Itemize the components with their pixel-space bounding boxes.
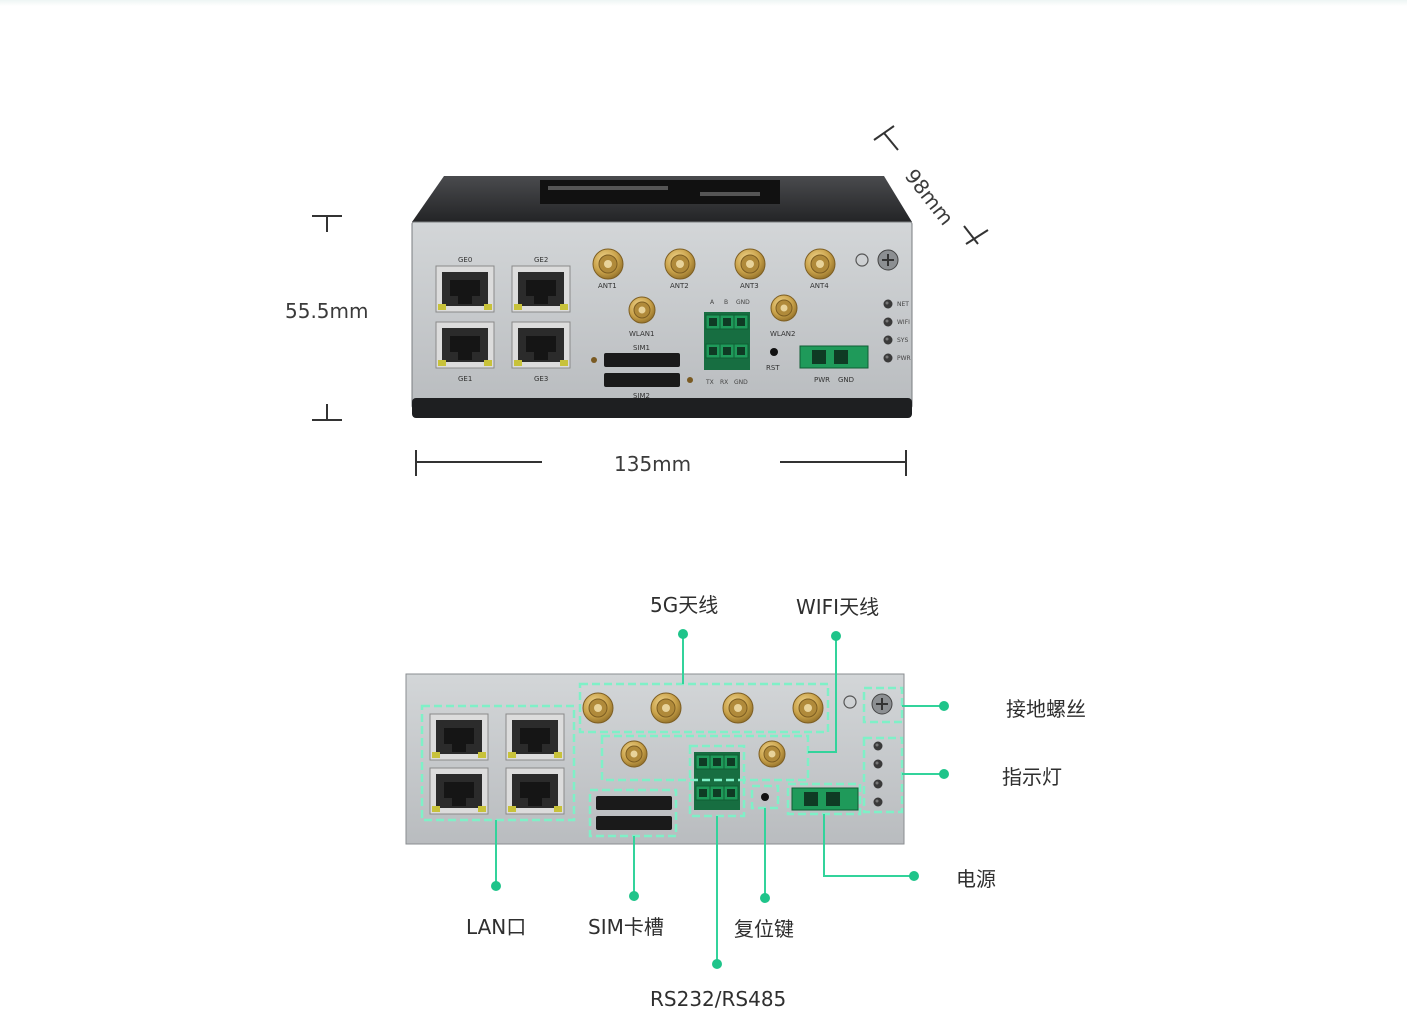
label-a: A [710,299,715,306]
callout-power-terminal [791,787,859,811]
device-front-callout-view: 5G天线 WIFI天线 接地螺丝 指示灯 电源 LAN口 SIM卡槽 复位键 R… [405,593,1086,1011]
label-wlan1: WLAN1 [629,330,654,338]
antenna-wlan1 [628,296,656,324]
highlight-wifi-antenna [600,734,810,782]
callout-serial-label: RS232/RS485 [650,987,786,1011]
callout-reset-button [761,793,769,801]
callout-antenna-wlan1 [620,740,648,768]
label-net: NET [897,301,909,308]
callout-port-ge2 [505,713,565,761]
callout-port-ge0 [429,713,489,761]
callout-sim-slot-2 [596,816,672,830]
callout-port-ge1 [429,767,489,815]
label-sim2: SIM2 [633,392,650,400]
antenna-ant1 [592,248,624,280]
callout-ground-screw-label: 接地螺丝 [1006,697,1086,721]
reset-button [770,348,778,356]
label-ge3: GE3 [534,375,548,383]
label-pwr: PWR [814,376,830,384]
led-wifi [883,317,893,327]
label-gnd-top: GND [736,299,750,306]
callout-indicator-label: 指示灯 [1002,765,1062,789]
callout-led-wifi [873,759,883,769]
callout-port-ge3 [505,767,565,815]
port-ge3 [511,321,571,369]
label-tx: TX [705,379,714,386]
label-sys: SYS [897,337,908,344]
led-sys [883,335,893,345]
callout-antenna-ant3 [722,692,754,724]
label-rx: RX [720,379,728,386]
callout-antenna-ant2 [650,692,682,724]
label-ge2: GE2 [534,256,548,264]
callout-antenna-ant1 [582,692,614,724]
callout-antenna-wlan2 [758,740,786,768]
device-base [412,398,912,418]
callout-lan-label: LAN口 [466,915,526,939]
callout-sim-label: SIM卡槽 [588,915,664,939]
callout-power-label: 电源 [956,867,996,891]
label-gnd-pwr: GND [838,376,854,384]
label-b: B [724,299,728,306]
label-sim1: SIM1 [633,344,650,352]
label-ge1: GE1 [458,375,472,383]
callout-5g-antenna: 5G天线 [650,593,718,617]
label-pwr-led: PWR [897,355,911,362]
label-ant3: ANT3 [740,282,759,290]
port-ge2 [511,265,571,313]
highlight-5g-antenna [578,682,830,734]
label-ge0: GE0 [458,256,472,264]
port-ge1 [435,321,495,369]
led-net [883,299,893,309]
device-top-view: GE0 GE1 GE2 GE3 ANT1 ANT2 ANT3 ANT4 WLAN… [411,176,913,418]
label-wifi: WIFI [897,319,910,326]
callout-antenna-ant4 [792,692,824,724]
ground-symbol-icon [855,253,869,267]
antenna-ant2 [664,248,696,280]
dimension-width: 135mm [415,450,907,476]
callout-led-pwr [873,797,883,807]
label-ant4: ANT4 [810,282,829,290]
sim-slot-1 [604,353,680,367]
label-ant2: ANT2 [670,282,689,290]
callout-led-net [873,741,883,751]
led-pwr [883,353,893,363]
height-label: 55.5mm [285,299,369,323]
antenna-ant3 [734,248,766,280]
label-ant1: ANT1 [598,282,617,290]
antenna-wlan2 [770,294,798,322]
antenna-ant4 [804,248,836,280]
port-ge0 [435,265,495,313]
top-band [0,0,1407,6]
highlight-lan [420,704,576,822]
label-wlan2: WLAN2 [770,330,795,338]
width-label: 135mm [614,452,691,476]
dimension-height: 55.5mm [285,215,369,421]
label-gnd-bottom: GND [734,379,748,386]
label-rst: RST [766,364,780,372]
sim-slot-2 [604,373,680,387]
callout-wifi-antenna: WIFI天线 [796,595,879,619]
callout-reset-label: 复位键 [734,917,794,941]
callout-led-sys [873,779,883,789]
callout-sim-slot-1 [596,796,672,810]
